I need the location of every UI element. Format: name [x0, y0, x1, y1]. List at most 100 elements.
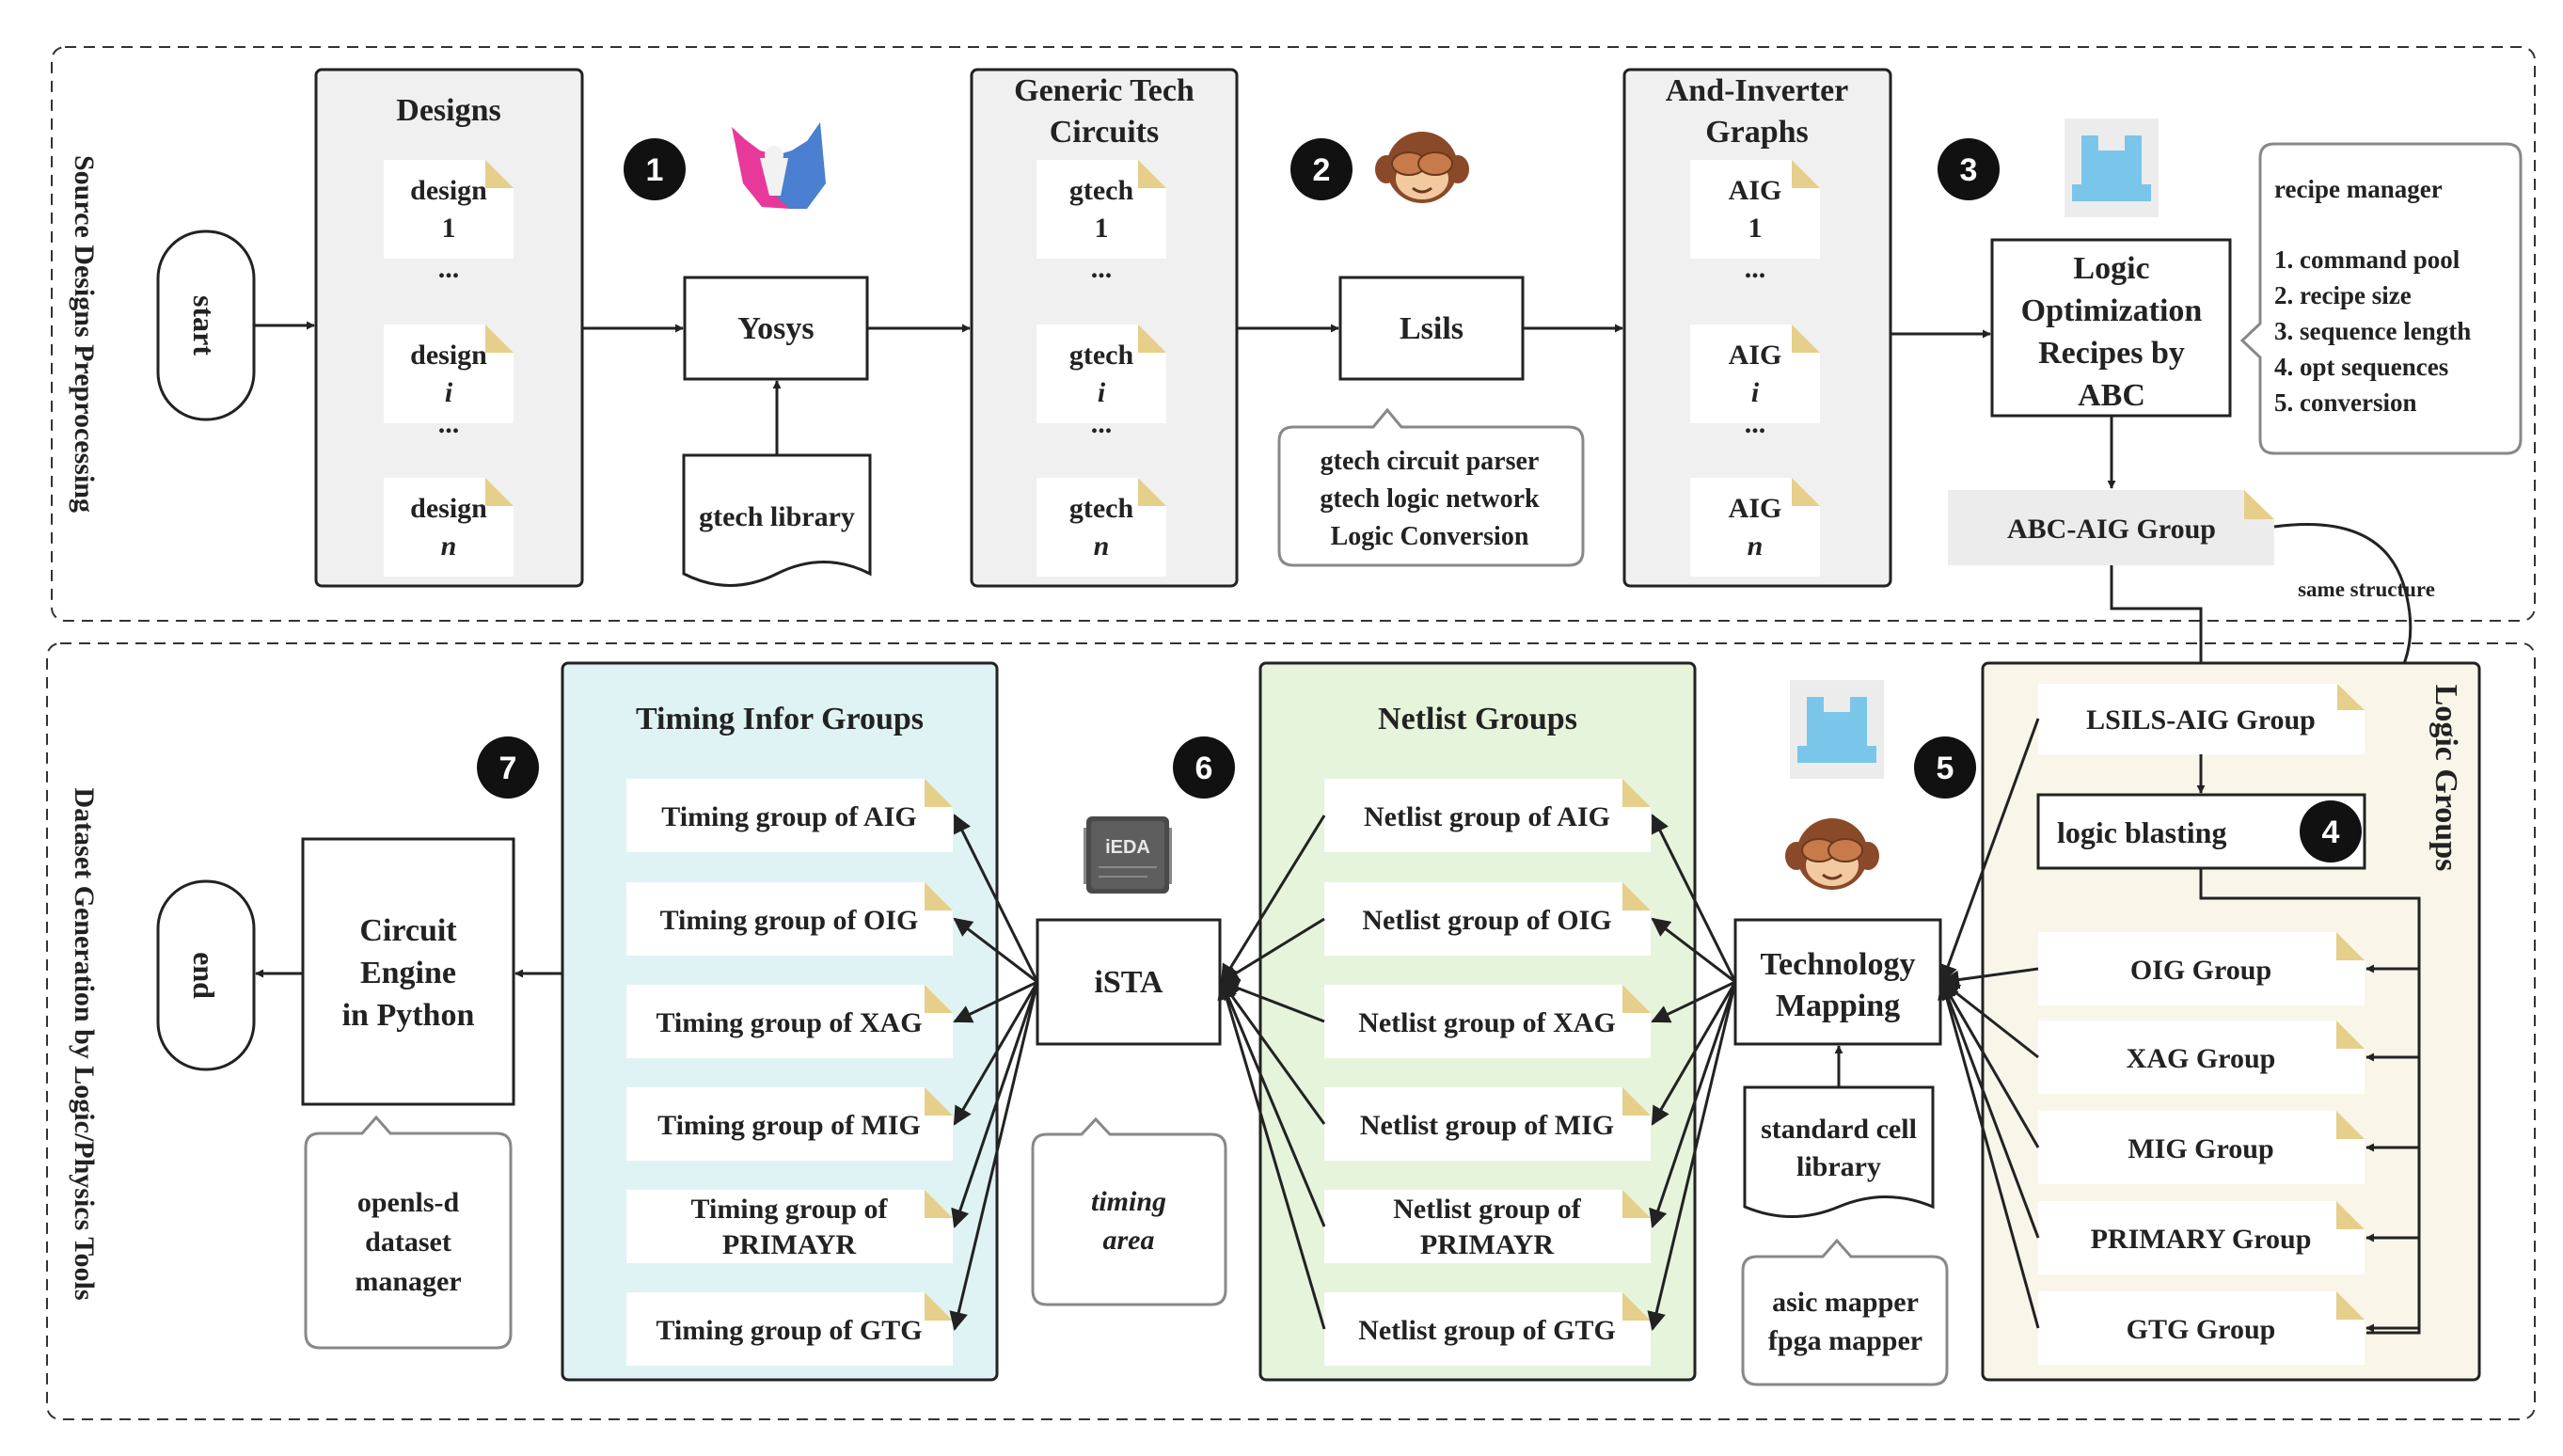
- engine-line3: in Python: [342, 998, 475, 1033]
- doc-index: n: [441, 530, 457, 562]
- ista-label: iSTA: [1094, 965, 1163, 1000]
- group-item-label: Timing group of GTG: [656, 1315, 922, 1346]
- lsils-note-2: gtech logic network: [1320, 484, 1540, 514]
- step-number: 1: [646, 152, 664, 188]
- step-number: 3: [1960, 152, 1978, 188]
- recipe-item-5: 5. conversion: [2274, 388, 2417, 417]
- doc-name: design: [410, 493, 487, 524]
- lsils-callout: [1277, 407, 1585, 567]
- end-terminal: [156, 879, 256, 1071]
- std-cell-line2: library: [1796, 1151, 1881, 1182]
- logic-group-label: PRIMARY Group: [2091, 1224, 2312, 1255]
- timing-area-line1: timing: [1091, 1186, 1166, 1217]
- step-2-badge: 2: [1290, 138, 1353, 200]
- group-item-label: Netlist group of MIG: [1360, 1110, 1614, 1141]
- start-label: start: [187, 295, 221, 356]
- timing-area-callout: [1031, 1116, 1227, 1306]
- doc-name: AIG: [1729, 493, 1782, 524]
- group-item-label: Netlist group of AIG: [1364, 801, 1610, 832]
- group-item-label: Netlist group of: [1393, 1194, 1581, 1225]
- ellipsis: ...: [1091, 253, 1113, 284]
- ellipsis: ...: [1745, 253, 1766, 284]
- recipe-manager-callout: [2239, 142, 2523, 455]
- mapper-note-1: asic mapper: [1772, 1287, 1919, 1318]
- logic-opt-box: [1990, 238, 2232, 418]
- doc-name: gtech: [1069, 340, 1134, 371]
- gtech-docs: gtech1gtechigtechn......: [1036, 160, 1166, 577]
- timing-items: Timing group of AIG Timing group of OIG Ti…: [626, 779, 953, 1366]
- abc-logo-icon-bottom: [1790, 680, 1884, 779]
- yosys-box: [683, 276, 869, 381]
- step-number: 2: [1313, 152, 1331, 188]
- recipe-manager-title: recipe manager: [2274, 175, 2443, 203]
- doc-index: i: [445, 377, 453, 408]
- designs-title: Designs: [396, 93, 500, 128]
- step-6-badge: 6: [1173, 736, 1235, 799]
- group-item-label: Timing group of XAG: [656, 1007, 922, 1038]
- top-section-label: Source Designs Preprocessing: [69, 155, 100, 513]
- group-item-label: PRIMAYR: [1420, 1229, 1555, 1260]
- abc-aig-group: [1948, 490, 2274, 565]
- step-1-badge: 1: [624, 138, 686, 200]
- group-item-label: Netlist group of GTG: [1358, 1315, 1616, 1346]
- aig-title-line1: And-Inverter: [1666, 73, 1849, 108]
- end-label: end: [187, 952, 221, 999]
- doc-name: design: [410, 340, 487, 371]
- yosys-cat-icon: [732, 122, 826, 209]
- tech-mapping-line2: Mapping: [1776, 989, 1900, 1023]
- gtech-title-line1: Generic Tech: [1014, 73, 1194, 108]
- group-item-label: Netlist group of OIG: [1362, 905, 1611, 936]
- group-item-label: Timing group of OIG: [660, 905, 919, 936]
- group-item-label: Timing group of AIG: [661, 801, 916, 832]
- aig-docs: AIG1AIGiAIGn......: [1690, 160, 1820, 577]
- group-item-label: Netlist group of XAG: [1358, 1007, 1616, 1038]
- doc-name: gtech: [1069, 493, 1134, 524]
- netlist-items: Netlist group of AIG Netlist group of OIG…: [1324, 779, 1651, 1366]
- lsils-aig-group-label: LSILS-AIG Group: [2086, 704, 2316, 736]
- openls-note-3: manager: [355, 1266, 461, 1297]
- recipe-item-2: 2. recipe size: [2274, 281, 2412, 309]
- bottom-section-label: Dataset Generation by Logic/Physics Tool…: [69, 787, 100, 1300]
- doc-index: 1: [1748, 213, 1763, 244]
- bottom-connectors: [255, 718, 2421, 1335]
- doc-index: 1: [442, 213, 456, 244]
- step-number: 7: [499, 751, 517, 786]
- group-item-label: Timing group of: [691, 1194, 889, 1225]
- step-number: 5: [1937, 751, 1954, 786]
- gtech-library-doc: [682, 453, 872, 587]
- logic-group-label: XAG Group: [2127, 1043, 2276, 1074]
- openls-note-1: openls-d: [357, 1187, 460, 1218]
- mapper-callout: [1741, 1238, 1949, 1386]
- bottom-section-frame: [46, 642, 2536, 1420]
- same-structure-label: same structure: [2298, 578, 2435, 601]
- logic-group-label: GTG Group: [2127, 1314, 2276, 1345]
- openls-callout: [304, 1115, 513, 1350]
- doc-index: i: [1098, 377, 1106, 408]
- lsils-label: Lsils: [1400, 311, 1463, 346]
- engine-line1: Circuit: [359, 913, 457, 948]
- logic-blasting-label: logic blasting: [2057, 815, 2226, 849]
- lsils-note-3: Logic Conversion: [1331, 522, 1529, 551]
- lsils-aig-group: [2038, 684, 2365, 754]
- openls-note-2: dataset: [365, 1227, 451, 1258]
- logic-groups-title: Logic Groups: [2429, 685, 2463, 872]
- see-no-evil-monkey-icon-bottom: [1785, 818, 1879, 890]
- mapper-note-2: fpga mapper: [1768, 1325, 1922, 1356]
- step-number: 6: [1195, 751, 1213, 786]
- circuit-engine-box: [301, 837, 515, 1106]
- recipe-item-4: 4. opt sequences: [2274, 353, 2448, 381]
- ellipsis: ...: [1745, 408, 1766, 439]
- doc-name: AIG: [1729, 340, 1782, 371]
- doc-index: n: [1094, 530, 1110, 562]
- lsils-box: [1338, 276, 1525, 381]
- doc-index: i: [1751, 377, 1760, 408]
- designs-docs: design1designidesignn......: [384, 160, 514, 577]
- netlist-title: Netlist Groups: [1378, 702, 1577, 736]
- recipe-item-1: 1. command pool: [2274, 245, 2460, 274]
- gtech-library-label: gtech library: [699, 501, 855, 532]
- tech-mapping-line1: Technology: [1760, 947, 1915, 982]
- step-4-badge: 4: [2300, 800, 2362, 863]
- ieda-chip-icon: iEDA: [1084, 816, 1172, 894]
